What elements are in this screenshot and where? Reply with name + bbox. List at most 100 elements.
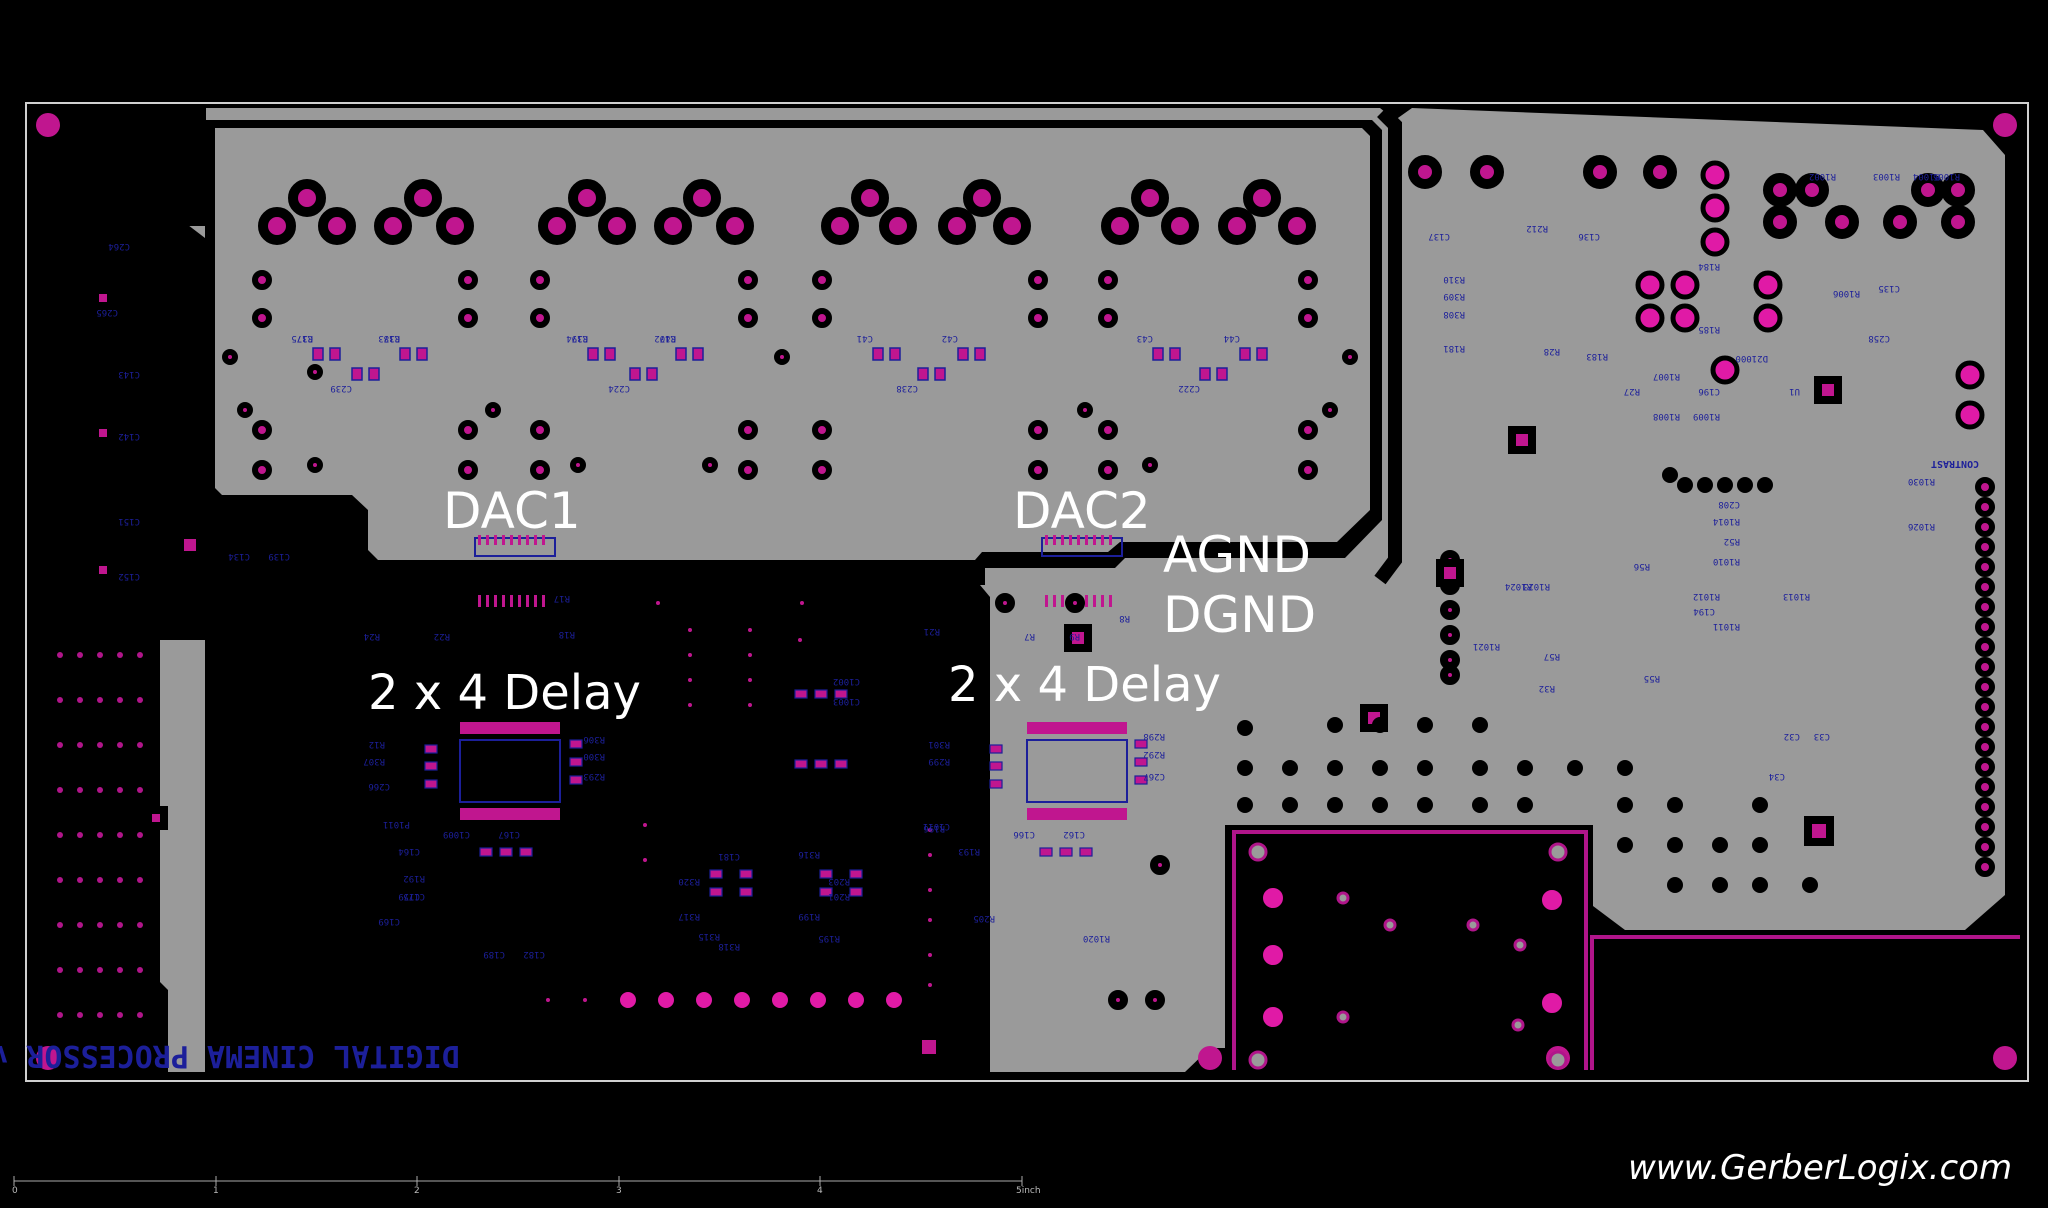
designator-label: C143 (118, 369, 140, 379)
right-pink-pads (1635, 160, 1985, 430)
designator-label: R1026 (1908, 521, 1935, 531)
designator-label: C189 (483, 949, 505, 959)
designator-label: R7 (1024, 631, 1035, 641)
annotation-dac2: DAC2 (1013, 482, 1151, 540)
designator-label: R320 (678, 876, 700, 886)
brand-watermark: www.GerberLogix.com (1628, 1148, 2013, 1188)
designator-label: C151 (118, 516, 140, 526)
designator-label: R195 (818, 933, 840, 943)
contrast-silkscreen: CONTRAST (1931, 458, 1979, 469)
designator-label: R292 (1143, 749, 1165, 759)
analog-plane (215, 128, 1370, 560)
connector-block-left (48, 640, 160, 1072)
designator-label: C175 (403, 891, 425, 901)
annotation-delay-2: 2 x 4 Delay (948, 657, 1221, 713)
designator-label: R1005 (1933, 171, 1960, 181)
annotation-agnd: AGND (1163, 526, 1311, 584)
scale-label-2: 2 (414, 1186, 420, 1196)
designator-label: C38 (384, 333, 400, 343)
designator-label: C167 (498, 829, 520, 839)
designator-label: R1008 (1653, 411, 1680, 421)
designator-label: R18 (559, 629, 575, 639)
designator-label: C135 (1878, 283, 1900, 293)
delay1-footprint (459, 722, 561, 820)
designator-label: C134 (228, 551, 250, 561)
designator-label: R212 (1526, 223, 1548, 233)
designator-label: R309 (1443, 291, 1465, 301)
designator-label: R1011 (1713, 621, 1740, 631)
designator-label: C136 (1578, 231, 1600, 241)
designator-label: R300 (583, 751, 605, 761)
designator-label: C182 (523, 949, 545, 959)
designator-label: R1012 (1693, 591, 1720, 601)
designator-label: R192 (403, 873, 425, 883)
designator-label: R316 (798, 849, 820, 859)
designator-label: R317 (678, 911, 700, 921)
designator-label: R308 (1443, 309, 1465, 319)
designator-label: C267 (1143, 771, 1165, 781)
designator-label: C169 (378, 916, 400, 926)
designator-label: P1011 (383, 819, 410, 829)
right-header-strip (1975, 477, 1995, 877)
board-title-silkscreen: DIGITAL CINEMA PROCESSOR v1 (0, 1038, 460, 1073)
designator-label: C224 (608, 383, 630, 393)
designator-label: C264 (108, 241, 130, 251)
designator-label: R8 (1119, 613, 1130, 623)
designator-label: C222 (1178, 383, 1200, 393)
designator-label: R1020 (1083, 933, 1110, 943)
designator-label: R52 (1724, 536, 1740, 546)
designator-label: C41 (857, 333, 873, 343)
designator-label: C142 (118, 431, 140, 441)
dac2-footprint (1041, 535, 1123, 607)
designator-label: R22 (434, 631, 450, 641)
designator-label: U1 (1789, 386, 1800, 396)
designator-label: R56 (1634, 561, 1650, 571)
dac1-footprint (474, 535, 556, 607)
designator-label: C181 (718, 851, 740, 861)
designator-label: C1002 (833, 676, 860, 686)
designator-label: R1004 (1913, 171, 1940, 181)
designator-label: R27 (1624, 386, 1640, 396)
designator-label: C33 (1814, 731, 1830, 741)
designator-label: R24 (364, 631, 380, 641)
designator-label: C152 (118, 571, 140, 581)
designator-label: C43 (1137, 333, 1153, 343)
shield-via-border (1232, 830, 2020, 1070)
designator-label: C32 (1784, 731, 1800, 741)
copper-pour-lower-left (158, 640, 205, 1072)
designator-label: R1013 (1783, 591, 1810, 601)
designator-label: R1006 (1833, 288, 1860, 298)
designator-label: C39 (572, 333, 588, 343)
designator-label: C139 (268, 551, 290, 561)
designator-label: R306 (583, 734, 605, 744)
void-bottom-right (1585, 930, 2025, 1075)
designator-label: R184 (1698, 261, 1720, 271)
scale-label-5: 5inch (1016, 1186, 1041, 1196)
designator-label: C162 (1063, 829, 1085, 839)
designator-label: R301 (928, 739, 950, 749)
designator-label: R175 (291, 333, 313, 343)
designator-label: R1030 (1908, 476, 1935, 486)
designator-label: C166 (1013, 829, 1035, 839)
scale-label-0: 0 (12, 1186, 18, 1196)
designator-label: R57 (1544, 651, 1560, 661)
designator-label: R1024 (1505, 581, 1532, 591)
scale-label-1: 1 (213, 1186, 219, 1196)
right-hole-grid (1237, 467, 1818, 893)
designator-label: R199 (798, 911, 820, 921)
designator-label: C265 (96, 307, 118, 317)
designator-label: C196 (1698, 386, 1720, 396)
analog-smd-pads (312, 347, 1268, 381)
designator-label: R9 (1069, 631, 1080, 641)
designator-label: C1003 (833, 696, 860, 706)
designator-label: R174 (566, 333, 588, 343)
designator-label: C208 (1718, 499, 1740, 509)
designator-label: R298 (1143, 731, 1165, 741)
designator-label: R183 (1586, 351, 1608, 361)
designator-label: R32 (1539, 683, 1555, 693)
designator-label: R1003 (1873, 171, 1900, 181)
designator-label: C194 (1693, 606, 1715, 616)
digital-smd-pads (424, 689, 1148, 897)
